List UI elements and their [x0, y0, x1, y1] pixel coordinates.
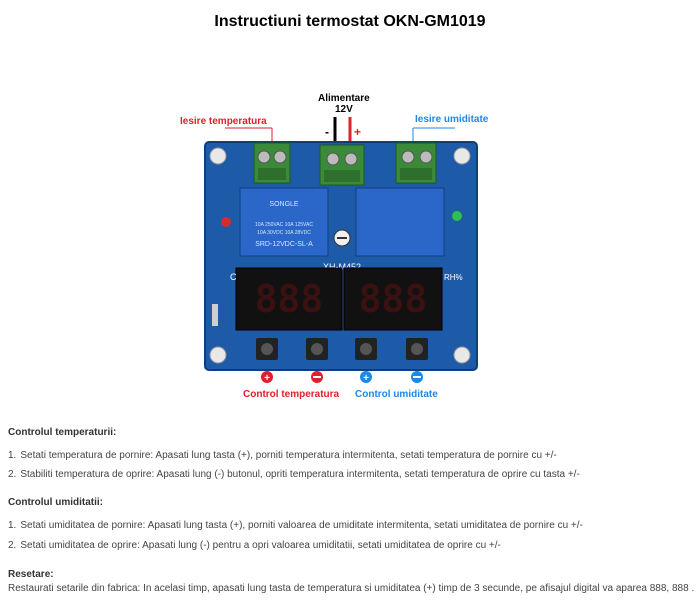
minus-label: - — [325, 125, 329, 139]
svg-text:10A 250VAC 10A 125VAC: 10A 250VAC 10A 125VAC — [255, 222, 313, 228]
humidity-control-label: Control umiditate — [355, 389, 438, 400]
humidity-plus-icon: + — [360, 371, 372, 384]
temp-output-label: Iesire temperatura — [180, 116, 267, 127]
humidity-minus-icon — [411, 371, 423, 383]
temperature-display: 888 — [235, 267, 343, 331]
power-terminal — [319, 144, 365, 186]
humidity-relay — [355, 187, 445, 257]
reset-text: Restaurati setarile din fabrica: In acel… — [8, 583, 695, 594]
button-temp-plus — [256, 338, 278, 360]
humidity-led — [452, 211, 462, 221]
humidity-output-terminal — [395, 142, 437, 184]
humidity-output-label: Iesire umiditate — [415, 114, 489, 125]
temp-minus-icon — [311, 371, 323, 383]
thermostat-board-illustration: SONGLE 10A 250VAC 10A 125VAC 10A 30VDC 1… — [204, 117, 478, 384]
svg-text:C: C — [230, 272, 237, 282]
list-item: 2.Setati umiditatea de oprire: Apasati l… — [8, 540, 501, 551]
mount-hole-br — [453, 346, 471, 364]
button-humidity-minus — [406, 338, 428, 360]
button-temp-minus — [306, 338, 328, 360]
svg-text:888: 888 — [359, 277, 428, 321]
temp-plus-icon: + — [261, 371, 273, 384]
svg-text:SRD-12VDC-SL-A: SRD-12VDC-SL-A — [255, 241, 313, 248]
svg-text:+: + — [363, 373, 369, 384]
svg-text:SONGLE: SONGLE — [269, 201, 299, 208]
section-heading-humidity: Controlul umiditatii: — [8, 497, 103, 508]
power-label-line1: Alimentare — [318, 93, 370, 104]
temp-led — [221, 217, 231, 227]
section-heading-temperature: Controlul temperaturii: — [8, 427, 117, 438]
page-title: Instructiuni termostat OKN-GM1019 — [214, 13, 486, 30]
mount-hole-tl — [209, 147, 227, 165]
list-item: 1.Setati temperatura de pornire: Apasati… — [8, 450, 557, 461]
svg-text:+: + — [264, 373, 270, 384]
power-label-line2: 12V — [335, 104, 353, 115]
humidity-display: 888 — [343, 267, 443, 331]
module-label: XH-M452 — [323, 262, 361, 272]
mount-hole-bl — [209, 346, 227, 364]
temp-relay: SONGLE 10A 250VAC 10A 125VAC 10A 30VDC 1… — [239, 187, 329, 257]
button-humidity-plus — [355, 338, 377, 360]
thermostat-figure: SONGLE 10A 250VAC 10A 125VAC 10A 30VDC 1… — [180, 93, 489, 400]
svg-text:888: 888 — [255, 277, 324, 321]
pin-header — [212, 304, 218, 326]
temp-control-label: Control temperatura — [243, 389, 340, 400]
temp-output-terminal — [253, 142, 291, 184]
svg-text:10A 30VDC 10A 28VDC: 10A 30VDC 10A 28VDC — [257, 230, 311, 236]
plus-label: + — [354, 125, 362, 139]
section-heading-reset: Resetare: — [8, 569, 54, 580]
list-item: 2.Stabiliti temperatura de oprire: Apasa… — [8, 469, 580, 480]
mount-hole-tr — [453, 147, 471, 165]
svg-text:RH%: RH% — [444, 273, 463, 282]
list-item: 1.Setati umiditatea de pornire: Apasati … — [8, 520, 583, 531]
